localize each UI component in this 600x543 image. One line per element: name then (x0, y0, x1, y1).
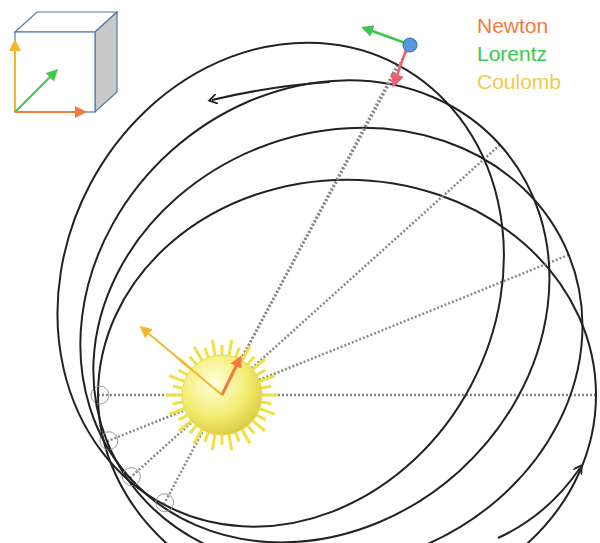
sun-ray (173, 386, 183, 388)
sun-ray (194, 347, 202, 361)
sun-ray (169, 376, 184, 381)
apsis-line (98, 394, 596, 397)
sun-ray (212, 340, 215, 356)
sun-ray (194, 430, 202, 444)
direction-arrow (498, 468, 580, 538)
sun-ray (260, 376, 275, 381)
sun-ray (262, 394, 278, 397)
sun-ray (221, 435, 224, 445)
axis-cube (15, 12, 117, 112)
orbit (98, 180, 596, 543)
planet (403, 38, 417, 52)
sun-ray (242, 347, 250, 361)
apsis-line (107, 255, 569, 442)
sun-ray (221, 345, 224, 355)
sun-ray (212, 434, 215, 450)
sun-ray (205, 433, 208, 442)
perihelion-marker (156, 494, 174, 512)
legend-entry: Newton (474, 12, 564, 40)
direction-arrow (212, 82, 330, 100)
sun-ray (260, 409, 275, 414)
legend-entry: Coulomb (474, 68, 564, 96)
sun-ray (179, 421, 191, 431)
sun-ray (248, 357, 254, 365)
gravity-force (394, 50, 406, 84)
sun-rays (166, 340, 278, 450)
sun-ray (253, 359, 265, 369)
sun (182, 355, 262, 435)
sun-ray (261, 386, 271, 388)
radius-line (222, 45, 410, 395)
sun-ray (173, 402, 183, 404)
orbit (26, 55, 600, 543)
coulomb-force (142, 328, 222, 395)
sun-ray (248, 426, 254, 434)
sun-ray (242, 430, 250, 444)
sun-ray (179, 370, 188, 375)
sun-ray (257, 415, 266, 420)
sun-ray (257, 370, 266, 375)
newton-force (222, 358, 240, 395)
legend: NewtonLorentzCoulomb (474, 12, 564, 96)
legend-entry: Lorentz (474, 40, 564, 68)
sun-ray (229, 434, 232, 450)
sun-ray (166, 394, 182, 397)
sun-ray (229, 340, 232, 356)
lorentz-force (364, 28, 408, 44)
sun-ray (169, 409, 184, 414)
sun-ray (205, 348, 208, 357)
sun-ray (190, 426, 196, 434)
sun-ray (179, 415, 188, 420)
sun-ray (236, 348, 239, 357)
sun-ray (261, 402, 271, 404)
sun-ray (253, 421, 265, 431)
sun-ray (236, 433, 239, 442)
sun-ray (190, 357, 196, 365)
